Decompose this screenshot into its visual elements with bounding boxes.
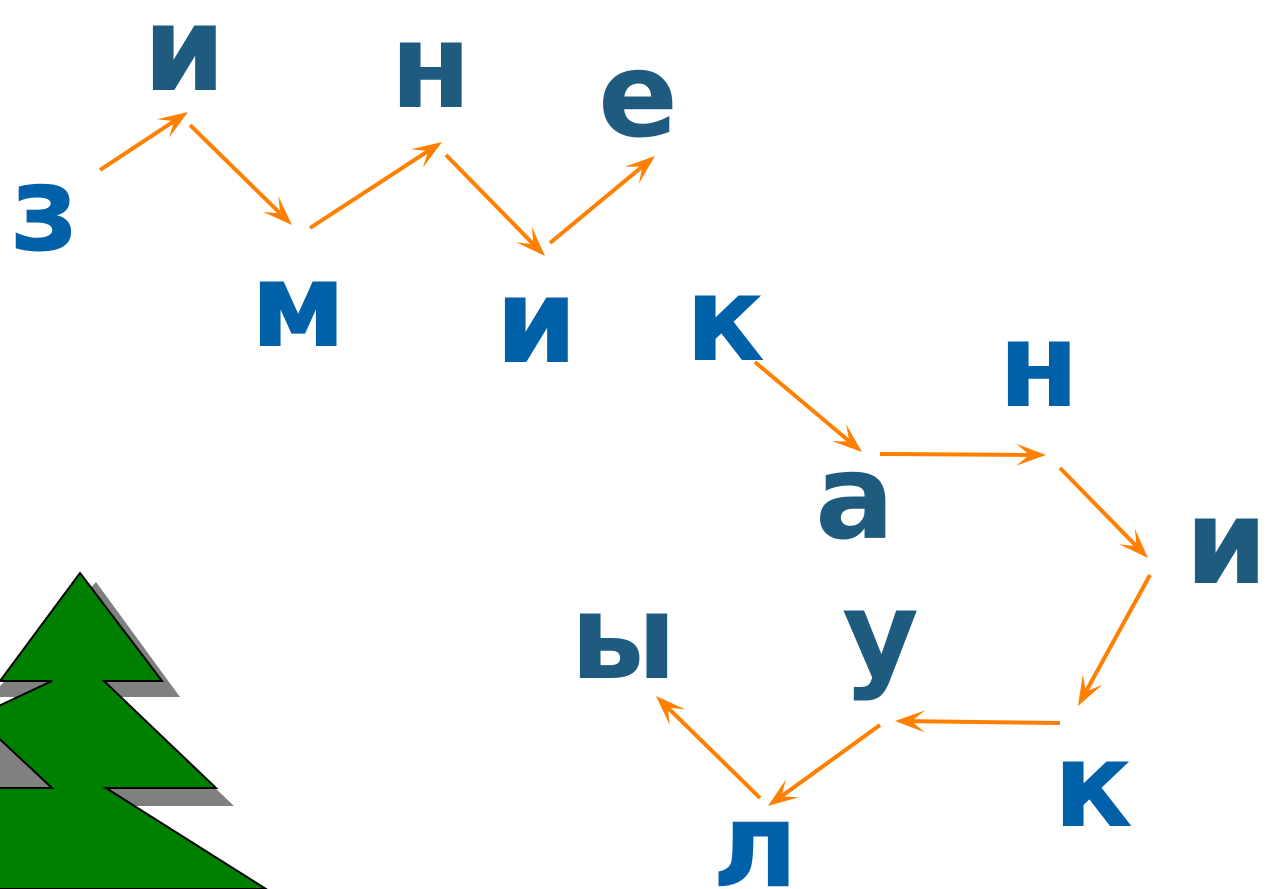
arrow-line bbox=[548, 162, 648, 245]
arrow-head bbox=[624, 156, 655, 184]
letter: и bbox=[143, 0, 226, 118]
arrow-line bbox=[906, 719, 1061, 725]
arrow-head bbox=[262, 196, 292, 225]
arrow-head bbox=[516, 226, 545, 256]
arrow-head bbox=[895, 710, 926, 733]
arrow-line bbox=[663, 702, 762, 800]
arrow-line bbox=[308, 146, 434, 230]
arrow-line bbox=[1082, 574, 1152, 697]
letter: у bbox=[842, 565, 919, 703]
word-2: к а н и к у л ы bbox=[570, 250, 1268, 889]
arrow-head bbox=[832, 424, 862, 452]
letter: к bbox=[1053, 716, 1133, 854]
word-1: з и м н и е bbox=[10, 0, 678, 390]
letter: з bbox=[10, 140, 79, 278]
arrow-head bbox=[768, 779, 799, 806]
arrow-line bbox=[776, 723, 882, 801]
arrow-line bbox=[753, 360, 855, 446]
arrow-head bbox=[156, 112, 188, 138]
arrow-head bbox=[1078, 674, 1103, 706]
tree-body bbox=[0, 571, 268, 889]
arrow-line bbox=[879, 452, 1035, 457]
fir-tree-icon bbox=[0, 571, 268, 889]
arrow-line bbox=[444, 153, 539, 249]
arrow-line bbox=[188, 123, 285, 219]
letter: н bbox=[390, 0, 472, 135]
letter: ы bbox=[570, 568, 677, 706]
arrow-line bbox=[98, 116, 180, 172]
letter: к bbox=[685, 250, 765, 388]
letter: н bbox=[998, 296, 1080, 434]
arrows bbox=[98, 112, 1152, 806]
letter: и bbox=[495, 252, 578, 390]
arrow-head bbox=[656, 696, 686, 725]
arrow-head bbox=[410, 142, 442, 168]
letter: и bbox=[1185, 473, 1268, 611]
arrow-line bbox=[1058, 466, 1142, 551]
arrow-head bbox=[1015, 443, 1046, 466]
letter: м bbox=[250, 236, 346, 374]
letter: е bbox=[598, 26, 678, 164]
arrow-head bbox=[1119, 528, 1148, 558]
letter: а bbox=[815, 428, 895, 566]
